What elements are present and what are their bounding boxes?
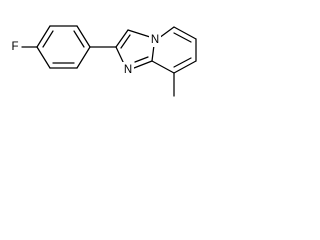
bond-n4-c5 bbox=[158, 26, 175, 39]
atom-n-imine: N bbox=[122, 62, 134, 76]
atom-label-n-bridge: N bbox=[151, 34, 159, 46]
bond-n4-c8a bbox=[151, 44, 155, 62]
bond-phenyl-6 bbox=[36, 46, 51, 69]
bond-phenyl-double-1 bbox=[42, 30, 54, 48]
atom-labels: F N N bbox=[8, 33, 161, 76]
atom-n-bridge: N bbox=[149, 33, 161, 47]
bond-c7-c8-double bbox=[173, 57, 192, 68]
bond-c7-c8 bbox=[173, 60, 197, 74]
atom-f: F bbox=[8, 40, 20, 54]
bond-c2-c3-double bbox=[120, 34, 131, 49]
bond-c2-c3 bbox=[115, 29, 129, 48]
atom-label-f: F bbox=[11, 41, 18, 53]
bond-phenyl-3 bbox=[76, 25, 91, 48]
bond-c8-c8a bbox=[151, 60, 175, 74]
bond-n1-c2 bbox=[115, 46, 125, 65]
bond-c8a-n1-double bbox=[134, 56, 149, 63]
bond-phenyl-1 bbox=[36, 25, 51, 48]
chemical-structure: F N N bbox=[8, 25, 197, 97]
bond-phenyl-4 bbox=[76, 46, 91, 69]
bond-c5-c6-double bbox=[173, 32, 192, 43]
bond-phenyl-double-2 bbox=[73, 30, 85, 48]
bond-c5-c6 bbox=[173, 26, 197, 40]
bond-c3-n4 bbox=[127, 29, 151, 38]
bond-c8a-n1 bbox=[133, 60, 153, 69]
atom-label-n-imine: N bbox=[124, 64, 132, 76]
bonds bbox=[21, 25, 197, 97]
